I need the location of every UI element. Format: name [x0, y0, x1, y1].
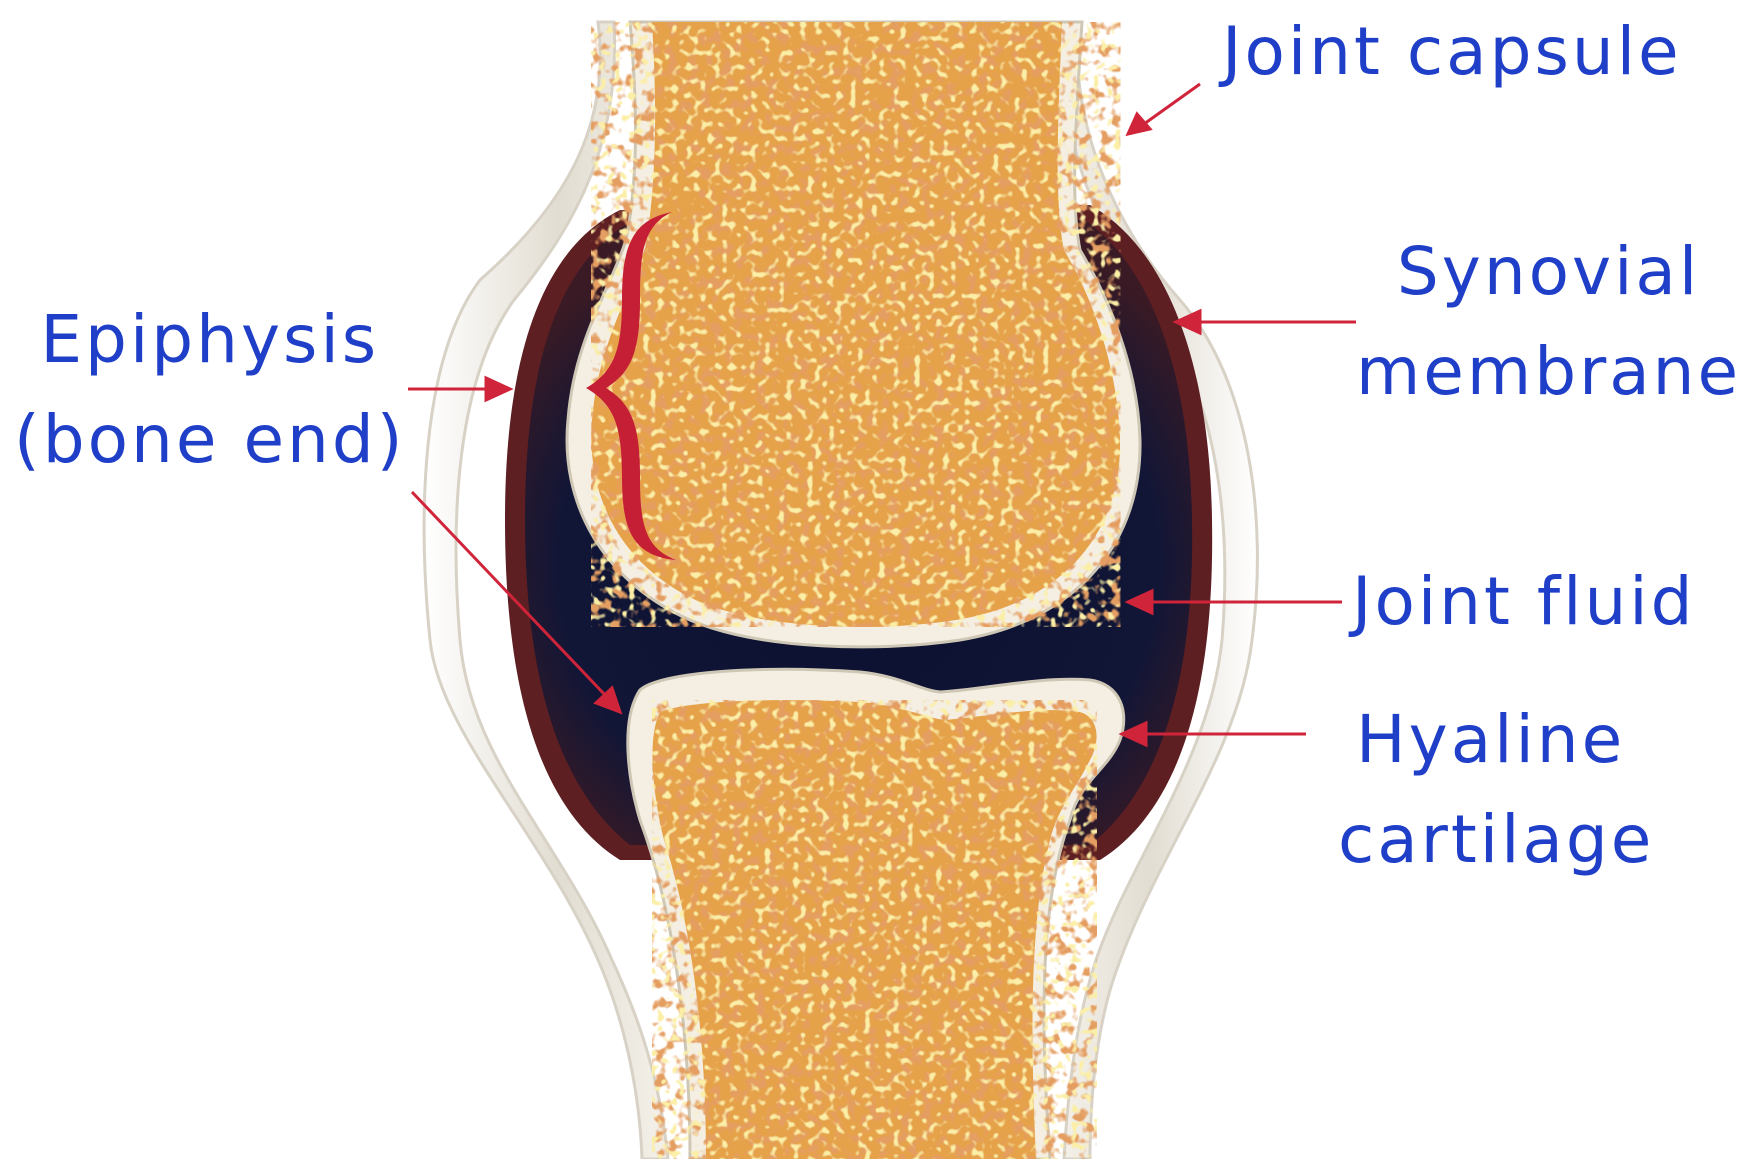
label-hyaline-cartilage: Hyaline cartilage [1338, 690, 1654, 890]
lower-bone [628, 669, 1124, 1159]
label-joint-capsule-text: Joint capsule [1222, 2, 1682, 102]
label-epiphysis-line2: (bone end) [14, 390, 406, 490]
label-joint-capsule: Joint capsule [1222, 2, 1682, 102]
label-epiphysis: Epiphysis (bone end) [14, 290, 406, 490]
label-hyaline-line2: cartilage [1338, 790, 1654, 890]
label-joint-fluid-text: Joint fluid [1352, 552, 1696, 652]
label-joint-fluid: Joint fluid [1352, 552, 1696, 652]
label-synovial-line2: membrane [1356, 322, 1737, 422]
upper-bone-body [591, 22, 1120, 627]
label-synovial-membrane: Synovial membrane [1356, 222, 1737, 422]
arrow-icon [1128, 114, 1150, 134]
label-hyaline-line1: Hyaline [1338, 690, 1654, 790]
arrow-joint-capsule [1144, 84, 1200, 124]
lower-bone-body [652, 700, 1096, 1159]
label-epiphysis-line1: Epiphysis [14, 290, 406, 390]
arrow-icon [486, 378, 510, 400]
label-synovial-line1: Synovial [1356, 222, 1737, 322]
